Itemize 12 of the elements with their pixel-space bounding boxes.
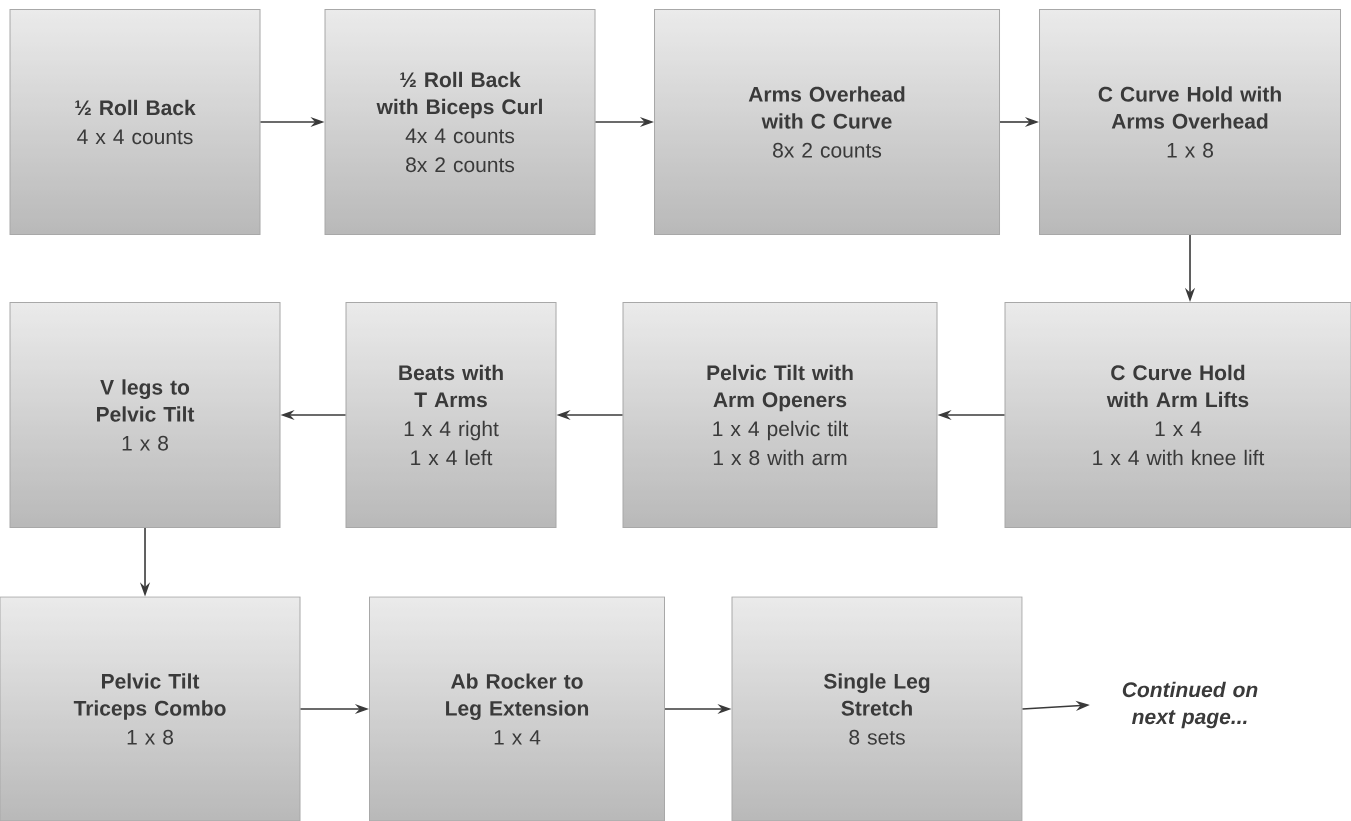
exercise-box: Pelvic Tilt with Arm Openers 1 x 4 pelvic tilt 1 x 8 with arm bbox=[622, 302, 938, 528]
exercise-box: Ab Rocker to Leg Extension 1 x 4 bbox=[369, 596, 665, 821]
exercise-box: V legs to Pelvic Tilt 1 x 8 bbox=[9, 302, 281, 528]
exercise-box: Arms Overhead with C Curve 8x 2 counts bbox=[654, 9, 1000, 235]
continuation-note: Continued on next page... bbox=[1122, 681, 1258, 729]
exercise-box: Beats with T Arms 1 x 4 right 1 x 4 left bbox=[345, 302, 557, 528]
exercise-box: Single Leg Stretch 8 sets bbox=[731, 596, 1023, 821]
exercise-box: ½ Roll Back with Biceps Curl 4x 4 counts 8x 2 counts bbox=[324, 9, 596, 235]
exercise-box: C Curve Hold with Arm Lifts 1 x 4 1 x 4 with knee lift bbox=[1004, 302, 1351, 528]
exercise-box: C Curve Hold with Arms Overhead 1 x 8 bbox=[1039, 9, 1341, 235]
exercise-box: ½ Roll Back 4 x 4 counts bbox=[9, 9, 261, 235]
exercise-box: Pelvic Tilt Triceps Combo 1 x 8 bbox=[0, 596, 301, 821]
